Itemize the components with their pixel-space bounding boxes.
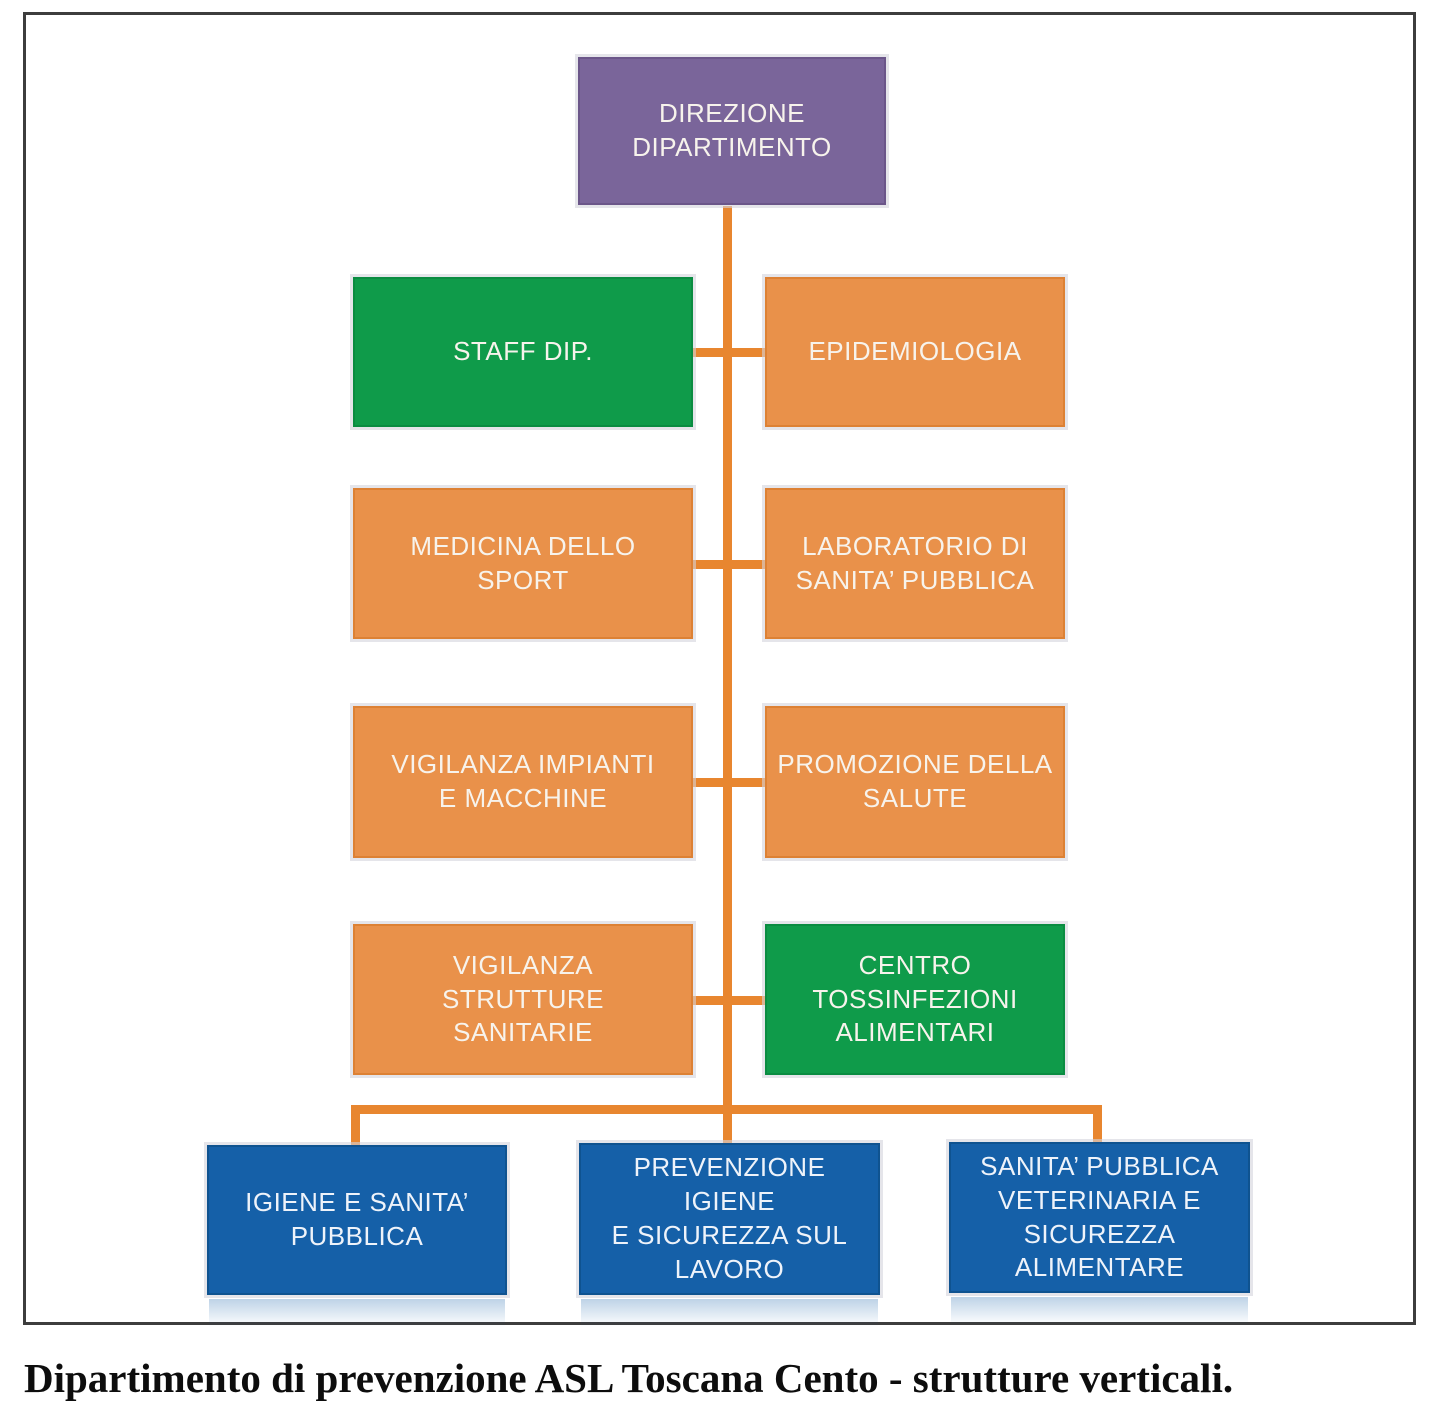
node-laboratorio-di-sanita-pubblica: LABORATORIO DI SANITA’ PUBBLICA <box>765 488 1065 639</box>
connector-bottom-branch <box>351 1105 1102 1114</box>
node-medicina-dello-sport: MEDICINA DELLO SPORT <box>353 488 693 639</box>
figure-caption: Dipartimento di prevenzione ASL Toscana … <box>24 1355 1234 1401</box>
connector-drop-right <box>1093 1105 1102 1143</box>
connector-row4 <box>693 996 765 1005</box>
connector-row3 <box>693 778 765 787</box>
node-vigilanza-impianti-e-macchine: VIGILANZA IMPIANTI E MACCHINE <box>353 706 693 858</box>
node-epidemiologia: EPIDEMIOLOGIA <box>765 277 1065 427</box>
node-vigilanza-strutture-sanitarie: VIGILANZA STRUTTURE SANITARIE <box>353 924 693 1075</box>
connector-row1 <box>693 348 765 357</box>
org-chart-frame <box>23 12 1416 1325</box>
node-staff-dip: STAFF DIP. <box>353 277 693 427</box>
node-direzione-dipartimento: DIREZIONE DIPARTIMENTO <box>578 57 886 205</box>
node-promozione-della-salute: PROMOZIONE DELLA SALUTE <box>765 706 1065 858</box>
node-igiene-e-sanita-pubblica: IGIENE E SANITA’ PUBBLICA <box>207 1145 507 1327</box>
connector-row2 <box>693 560 765 569</box>
node-centro-tossinfezioni-alimentari: CENTRO TOSSINFEZIONI ALIMENTARI <box>765 924 1065 1075</box>
connector-drop-left <box>351 1105 360 1145</box>
node-prevenzione-igiene-sicurezza-lavoro: PREVENZIONE IGIENE E SICUREZZA SUL LAVOR… <box>579 1143 880 1327</box>
node-sanita-pubblica-veterinaria: SANITA’ PUBBLICA VETERINARIA E SICUREZZA… <box>949 1142 1250 1325</box>
connector-trunk <box>723 206 732 1143</box>
